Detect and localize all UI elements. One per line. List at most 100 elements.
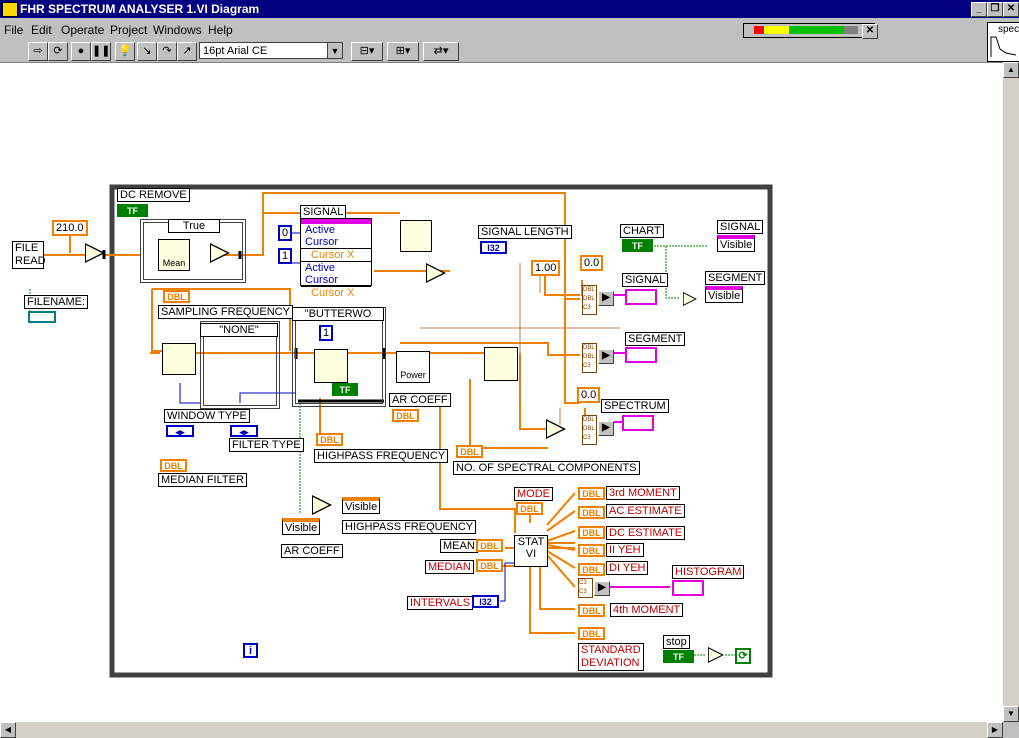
ac-estimate-terminal[interactable]: DBL bbox=[578, 506, 605, 519]
ar-coeff-terminal[interactable]: DBL bbox=[392, 409, 419, 422]
font-select[interactable]: 16pt Arial CE ▼ bbox=[199, 42, 343, 59]
highlight-execution-icon[interactable]: 💡 bbox=[115, 42, 135, 61]
abort-icon[interactable]: ● bbox=[71, 42, 91, 61]
reorder-icon[interactable]: ⇄▾ bbox=[423, 42, 459, 61]
signal-visible-node[interactable]: Visible bbox=[717, 235, 756, 252]
build-array-icon-3[interactable]: ▶ bbox=[598, 421, 614, 436]
scroll-left-icon[interactable]: ◀ bbox=[0, 722, 16, 738]
scroll-down-icon[interactable]: ▼ bbox=[1003, 706, 1019, 722]
stop-terminal[interactable]: TF bbox=[663, 650, 694, 663]
file-read-subvi[interactable]: FILE READ bbox=[12, 241, 46, 269]
not-node-icon[interactable] bbox=[683, 292, 697, 306]
filter-tf-terminal[interactable]: TF bbox=[332, 383, 358, 396]
ii-yeh-terminal[interactable]: DBL bbox=[578, 544, 605, 557]
step-over-icon[interactable]: ↷ bbox=[157, 42, 177, 61]
compare-hp-icon[interactable] bbox=[312, 495, 332, 515]
scroll-right-icon[interactable]: ▶ bbox=[987, 722, 1003, 738]
constant-1-filter[interactable]: 1 bbox=[319, 325, 334, 341]
menu-operate[interactable]: Operate bbox=[61, 23, 105, 37]
run-continuously-icon[interactable]: ⟳ bbox=[48, 42, 68, 61]
case-selector-butterworth[interactable]: "BUTTERWO bbox=[292, 307, 384, 321]
intervals-terminal[interactable]: I32 bbox=[472, 595, 499, 608]
run-arrow-icon[interactable]: ⇨ bbox=[28, 42, 48, 61]
constant-0[interactable]: 0 bbox=[278, 225, 293, 241]
chevron-down-icon[interactable]: ▼ bbox=[327, 43, 342, 58]
compare-node-icon[interactable] bbox=[426, 263, 446, 283]
horizontal-scrollbar[interactable]: ◀ ▶ bbox=[0, 722, 1003, 738]
median-terminal[interactable]: DBL bbox=[476, 559, 503, 572]
align-objects-icon[interactable]: ⊟▾ bbox=[351, 42, 383, 61]
signal-attribute-node[interactable]: Active Cursor Cursor X Active Cursor Cur… bbox=[300, 218, 372, 299]
mode-terminal[interactable]: DBL bbox=[516, 502, 543, 515]
dc-estimate-terminal[interactable]: DBL bbox=[578, 526, 605, 539]
build-array-icon-2[interactable]: ▶ bbox=[598, 349, 614, 364]
close-button[interactable]: ✕ bbox=[1003, 2, 1019, 17]
labview-app-icon[interactable] bbox=[2, 2, 18, 17]
fourth-moment-terminal[interactable]: DBL bbox=[578, 604, 605, 617]
menu-windows[interactable]: Windows bbox=[153, 23, 202, 37]
meter-close-icon[interactable]: ✕ bbox=[862, 24, 878, 39]
window-type-terminal[interactable]: ◂▸ bbox=[166, 425, 194, 437]
loop-condition-icon[interactable]: ⟳ bbox=[735, 648, 751, 664]
constant-1[interactable]: 1 bbox=[278, 248, 293, 264]
histogram-build-icon[interactable]: ▶ bbox=[594, 581, 610, 596]
highpass-visible-node[interactable]: Visible bbox=[342, 497, 381, 514]
attr-active-cursor-1[interactable]: Active Cursor bbox=[301, 224, 371, 249]
highpass-freq-terminal[interactable]: DBL bbox=[316, 433, 343, 446]
spectrum-graph-terminal[interactable] bbox=[622, 415, 654, 431]
iteration-terminal[interactable]: i bbox=[243, 643, 258, 658]
signal-length-terminal[interactable]: I32 bbox=[480, 241, 507, 254]
filter-type-terminal[interactable]: ◂▸ bbox=[230, 425, 258, 437]
build-array-icon-1[interactable]: ▶ bbox=[598, 291, 614, 306]
di-yeh-terminal[interactable]: DBL bbox=[578, 563, 605, 576]
vi-icon[interactable]: spec bbox=[987, 22, 1019, 62]
attr-cursor-x-2[interactable]: Cursor X bbox=[311, 287, 355, 299]
constant-1-00[interactable]: 1.00 bbox=[531, 260, 561, 276]
subtract-dc-icon[interactable] bbox=[210, 243, 230, 263]
step-into-icon[interactable]: ↘ bbox=[137, 42, 157, 61]
median-filter-subvi[interactable] bbox=[162, 343, 196, 375]
no-spectral-terminal[interactable]: DBL bbox=[456, 445, 483, 458]
mean-terminal[interactable]: DBL bbox=[476, 539, 503, 552]
std-dev-terminal[interactable]: DBL bbox=[578, 627, 605, 640]
histogram-graph-terminal[interactable] bbox=[672, 580, 704, 596]
menu-file[interactable]: File bbox=[4, 23, 24, 37]
attr-active-cursor-2[interactable]: Active Cursor bbox=[301, 262, 371, 287]
subtract-node-icon[interactable] bbox=[85, 243, 105, 263]
segment-visible-node[interactable]: Visible bbox=[705, 286, 744, 303]
sampling-freq-terminal[interactable]: DBL bbox=[163, 290, 190, 303]
menu-help[interactable]: Help bbox=[208, 23, 233, 37]
vertical-scrollbar[interactable]: ▲ ▼ bbox=[1003, 62, 1019, 722]
stat-vi-subvi[interactable]: STAT VI bbox=[514, 535, 548, 567]
case-selector-none[interactable]: "NONE" bbox=[200, 323, 278, 337]
scroll-up-icon[interactable]: ▲ bbox=[1003, 62, 1019, 78]
case-selector-true[interactable]: True bbox=[168, 219, 220, 233]
median-filter-terminal[interactable]: DBL bbox=[160, 459, 187, 472]
menu-edit[interactable]: Edit bbox=[31, 23, 52, 37]
constant-210[interactable]: 210.0 bbox=[52, 220, 88, 236]
path-icon[interactable] bbox=[28, 311, 56, 323]
menu-project[interactable]: Project bbox=[110, 23, 148, 37]
constant-0-0-spectrum[interactable]: 0.0 bbox=[577, 387, 601, 403]
distribute-objects-icon[interactable]: ⊞▾ bbox=[387, 42, 419, 61]
step-out-icon[interactable]: ↗ bbox=[177, 42, 197, 61]
constant-0-0-top[interactable]: 0.0 bbox=[580, 255, 604, 271]
array-subset-icon[interactable] bbox=[400, 220, 432, 252]
pause-icon[interactable]: ❚❚ bbox=[91, 42, 111, 61]
minimize-button[interactable]: _ bbox=[971, 2, 987, 17]
array-subset-2-icon[interactable] bbox=[484, 347, 518, 381]
block-diagram[interactable]: FILE READ FILENAME: 210.0 DC REMOVE TF T… bbox=[0, 62, 1003, 723]
attr-cursor-x-1[interactable]: Cursor X bbox=[301, 249, 371, 262]
butterworth-filter-subvi[interactable] bbox=[314, 349, 348, 383]
restore-button[interactable]: ❐ bbox=[987, 2, 1003, 17]
ar-coeff-visible-node[interactable]: Visible bbox=[282, 518, 321, 535]
not-stop-icon[interactable] bbox=[708, 647, 724, 663]
dc-remove-terminal[interactable]: TF bbox=[117, 204, 148, 217]
segment-graph-terminal[interactable] bbox=[625, 347, 657, 363]
mean-subvi[interactable]: Mean bbox=[158, 239, 190, 271]
third-moment-terminal[interactable]: DBL bbox=[578, 487, 605, 500]
divide-node-icon[interactable] bbox=[546, 419, 566, 439]
